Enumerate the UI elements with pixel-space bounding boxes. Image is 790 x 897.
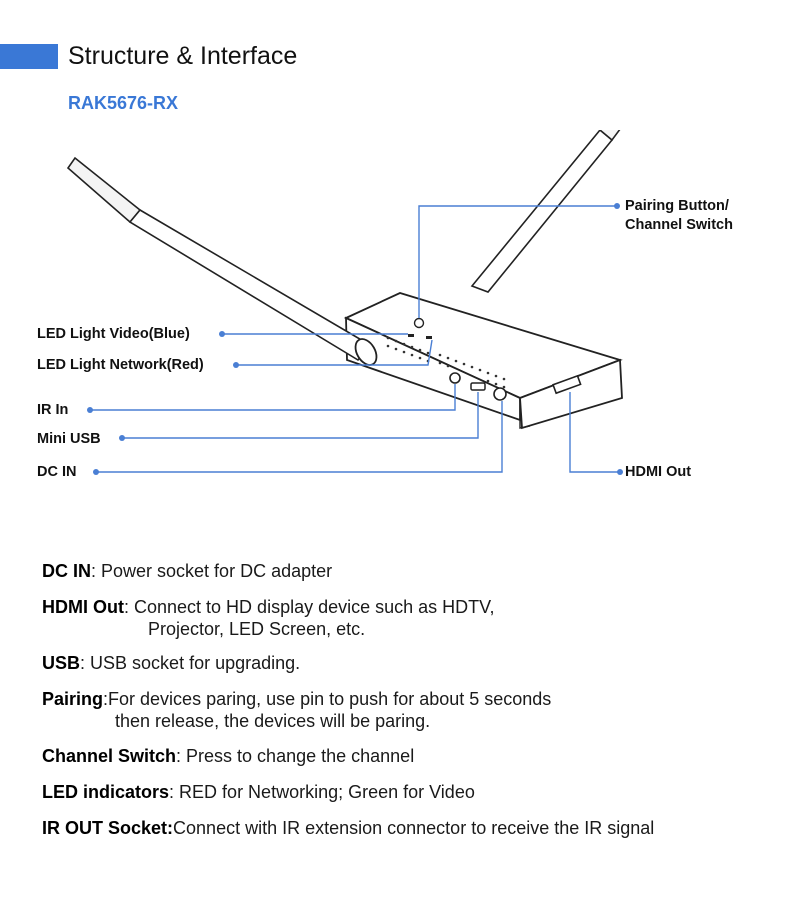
desc-ir-out: IR OUT Socket:Connect with IR extension … — [42, 818, 655, 838]
dc-port — [493, 387, 507, 401]
callout-led-network: LED Light Network(Red) — [37, 357, 204, 373]
back-antenna — [470, 130, 621, 293]
ir-port — [449, 372, 461, 384]
callout-ir-in: IR In — [37, 402, 69, 418]
desc-dc-in: DC IN: Power socket for DC adapter — [42, 561, 333, 581]
page-title: Structure & Interface — [68, 42, 298, 70]
callout-mini-usb: Mini USB — [37, 431, 101, 447]
desc-channel-switch: Channel Switch: Press to change the chan… — [42, 746, 415, 766]
led-network — [426, 336, 432, 339]
callout-led-video: LED Light Video(Blue) — [37, 326, 190, 342]
callout-dc-in: DC IN — [37, 464, 77, 480]
front-antenna — [66, 156, 378, 366]
title-accent-bar — [0, 44, 58, 69]
mini-usb-port — [470, 382, 486, 391]
callout-hdmi-out: HDMI Out — [625, 464, 692, 480]
desc-usb: USB: USB socket for upgrading. — [42, 653, 301, 673]
desc-led-indicators: LED indicators: RED for Networking; Gree… — [42, 782, 475, 802]
callout-lines — [90, 205, 620, 473]
desc-hdmi-out: HDMI Out: Connect to HD display device s… — [42, 597, 495, 639]
receiver-body — [343, 292, 623, 430]
pairing-button — [413, 317, 425, 329]
callout-dots — [87, 203, 623, 475]
hdmi-port — [552, 374, 582, 395]
led-video — [408, 334, 414, 337]
callout-pairing-line2: Channel Switch — [625, 217, 733, 233]
callout-pairing-line1: Pairing Button/ — [625, 198, 729, 214]
desc-pairing: Pairing:For devices paring, use pin to p… — [42, 689, 552, 731]
model-name: RAK5676-RX — [68, 93, 179, 113]
device-diagram — [66, 130, 623, 475]
vent-holes — [386, 336, 506, 389]
